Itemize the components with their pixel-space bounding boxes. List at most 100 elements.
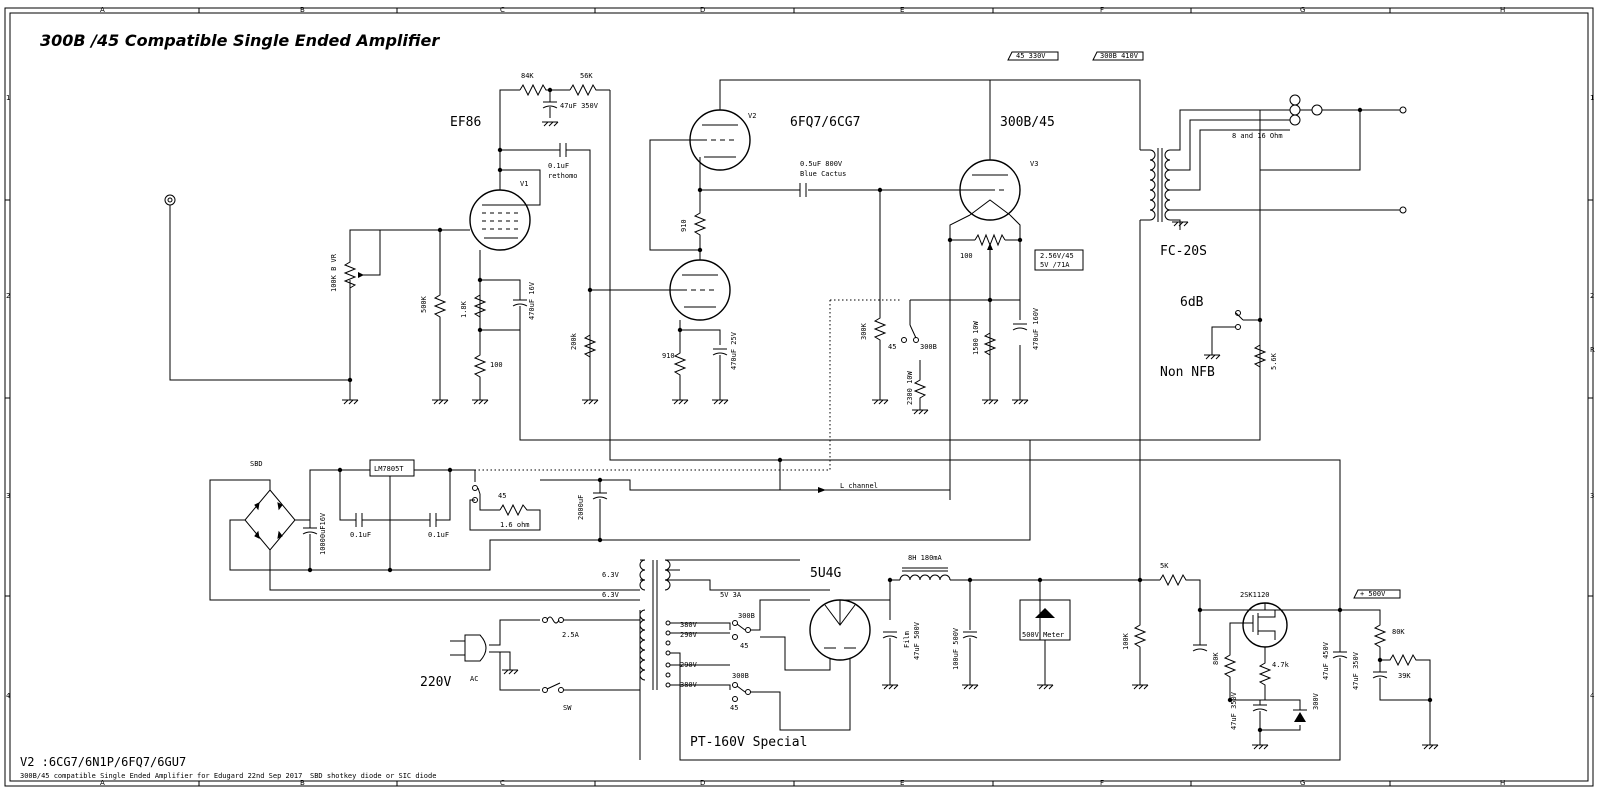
- c470-25v-label: 470uF 25V: [730, 331, 738, 370]
- r1500-label: 1500 10W: [972, 320, 980, 355]
- zone-col-a-top: A: [100, 6, 105, 14]
- resistor-39k: [1380, 653, 1431, 700]
- r5k-label: 5K: [1160, 562, 1169, 570]
- zone-side-r: R: [1590, 346, 1595, 354]
- supply-tag-500v-label: + 500V: [1360, 590, 1386, 598]
- zone-col-c-top: C: [500, 6, 505, 14]
- bplus-wiring: [889, 579, 1340, 640]
- sbd-label: SBD: [250, 460, 263, 468]
- zone-row-4-right: 4: [1590, 692, 1595, 700]
- blue-cactus-label: Blue Cactus: [800, 170, 846, 178]
- c01c-label: 0.1uF: [350, 531, 371, 539]
- v3-label: V3: [1030, 160, 1038, 168]
- junction-speaker-hot: [1357, 107, 1363, 113]
- l-channel-label: L channel: [840, 482, 878, 490]
- mosfet-2sk1120: [1200, 602, 1288, 660]
- schematic-title: 300B /45 Compatible Single Ended Amplifi…: [40, 31, 440, 50]
- junction-choke-out: [967, 577, 973, 583]
- junction-filament-b: [1017, 237, 1023, 243]
- junction-input-ground: [347, 377, 353, 383]
- r200k-label: 200k: [570, 332, 578, 350]
- nfb-switch: [1204, 310, 1260, 360]
- cap-47uf-450v: [1332, 610, 1348, 690]
- cap-0-1uf: [559, 143, 567, 157]
- resistor-5-6k: [1253, 340, 1267, 370]
- resistor-910-upper: [693, 210, 707, 240]
- zone-col-b-bottom: B: [300, 779, 305, 787]
- resistor-80k-gate: [1223, 650, 1237, 700]
- v3-type-label: 300B/45: [1000, 115, 1055, 130]
- v2-type-label: 6FQ7/6CG7: [790, 115, 860, 130]
- junction-2000uf-top: [597, 477, 603, 483]
- cap-0-1uf-reg-out: [429, 513, 437, 527]
- zone-col-g-bottom: G: [1300, 779, 1305, 787]
- junction-2000uf-bottom: [597, 537, 603, 543]
- junction-ef86-feedback: [477, 327, 483, 333]
- r80k-a-label: 80K: [1212, 652, 1220, 665]
- v3-output-tube: [959, 159, 1021, 221]
- cap-0-5uf-800v: [799, 183, 807, 197]
- regulator-wiring: [339, 469, 476, 570]
- c47-350v-label: 47uF 350V: [560, 102, 599, 110]
- junction-divider: [1377, 657, 1383, 663]
- cap-100uf-500v: [962, 631, 979, 690]
- junction-nfb: [1257, 317, 1263, 323]
- resistor-500k: [433, 290, 447, 320]
- bias-selector-switch: [901, 300, 927, 410]
- c47-350c-label: 47uF 350V: [1352, 651, 1360, 690]
- zone-row-2-left: 2: [6, 292, 10, 300]
- resistor-84k: [519, 83, 550, 97]
- fuse-label: 2.5A: [562, 631, 580, 639]
- v5-3a-label: 5V 3A: [720, 591, 742, 599]
- divider-wiring: [1372, 660, 1439, 750]
- zener-label: 300V: [1312, 692, 1320, 710]
- resistor-1500-10w: [983, 330, 997, 400]
- r910b-label: 910: [662, 352, 675, 360]
- r100b-label: 100: [960, 252, 973, 260]
- ground-symbols-v3: [912, 399, 1029, 415]
- resistor-1-8k: [473, 290, 487, 320]
- cap-470uf-25v: [712, 348, 728, 360]
- dotted-link: [470, 300, 831, 471]
- supply-tag-300b-label: 300B 410V: [1100, 52, 1139, 60]
- r500k-label: 500K: [420, 295, 428, 313]
- r84k-label: 84K: [521, 72, 534, 80]
- junction-reg-out: [447, 467, 453, 473]
- junction-reg-in: [337, 467, 343, 473]
- ac-label: AC: [470, 675, 478, 683]
- junction-fet-gnd: [1257, 727, 1263, 733]
- c47-450v-label: 47uF 450V: [1322, 641, 1330, 680]
- zone-col-h-top: H: [1500, 6, 1505, 14]
- c01d-label: 0.1uF: [428, 531, 449, 539]
- cap-10000uf: [302, 520, 318, 570]
- ohm-taps-label: 8 and 16 Ohm: [1232, 132, 1283, 140]
- junction-divider-gnd: [1427, 697, 1433, 703]
- heater-voltage-box: 2.56V/45 5V /71A: [1034, 249, 1084, 271]
- c01-type-label: rethomo: [548, 172, 578, 180]
- junction-v2-out: [697, 187, 703, 193]
- cap-2000uf: [540, 479, 950, 540]
- r18k-label: 1.8K: [460, 300, 468, 318]
- r39k-label: 39K: [1398, 672, 1411, 680]
- heater-line1: 2.56V/45: [1040, 252, 1074, 260]
- volume-pot: [343, 230, 381, 300]
- sw45-b-label: 45: [730, 704, 738, 712]
- v1-label: V1: [520, 180, 528, 188]
- junction-ef86-screen: [497, 167, 503, 173]
- r16-label: 1.6 ohm: [500, 521, 530, 529]
- cap-47uf-500v-film: [882, 631, 899, 690]
- mains-voltage-label: 220V: [420, 675, 451, 690]
- zone-col-e-top: E: [900, 6, 904, 14]
- power-transformer-label: PT-160V Special: [690, 735, 807, 750]
- t380a-label: 380V: [680, 621, 698, 629]
- resistor-56k: [569, 83, 610, 97]
- v3-wiring: [910, 79, 1141, 500]
- sbd-note: SBD shotkey diode or SIC diode: [310, 772, 436, 780]
- junction-rect-out: [887, 577, 893, 583]
- output-transformer-label: FC-20S: [1160, 244, 1207, 259]
- v2-label: V2: [748, 112, 756, 120]
- drawing-frame: A B C D E F G H A B C D E F G H 1 2 3 4 …: [4, 6, 1595, 787]
- cap-470uf-160v: [1012, 323, 1028, 331]
- zone-col-h-bottom: H: [1500, 779, 1505, 787]
